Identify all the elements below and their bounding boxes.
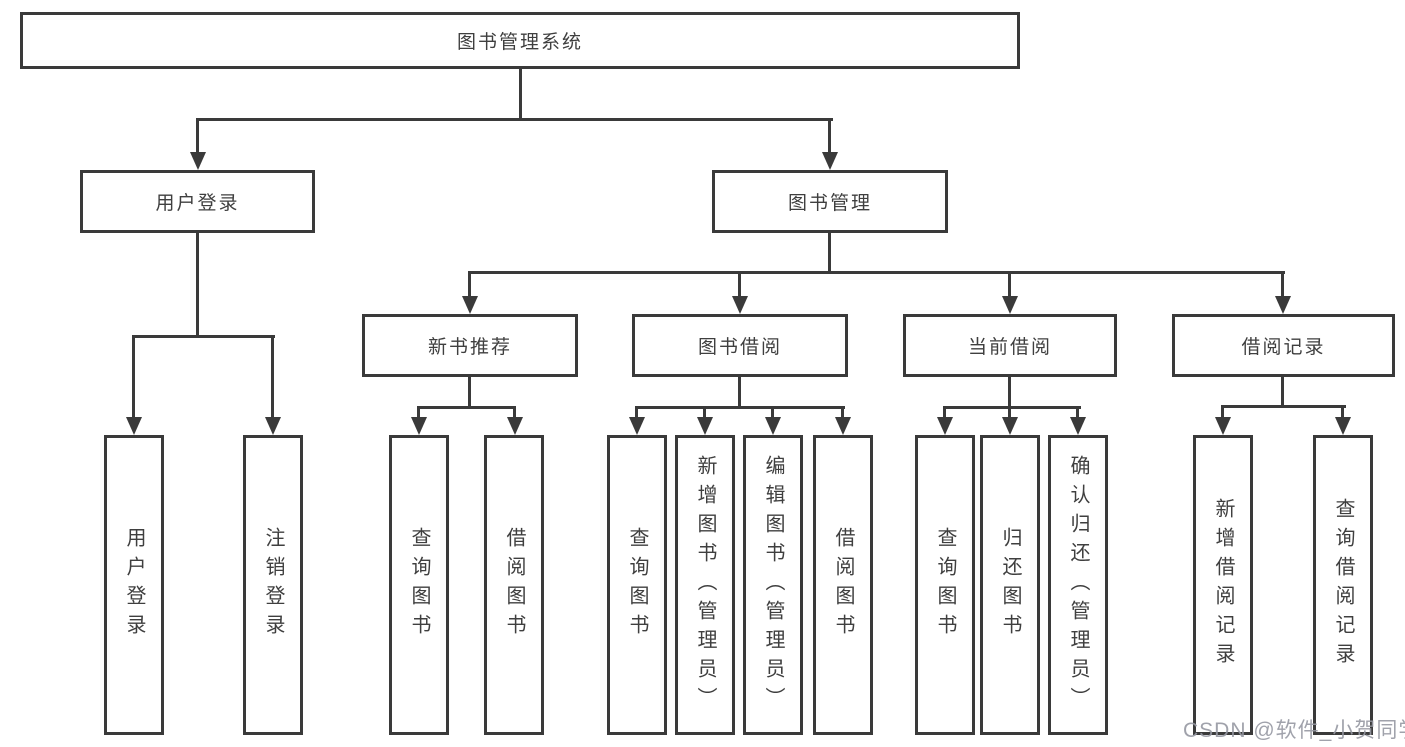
connector-line: [196, 118, 199, 154]
leaf-query-books-2: 查询图书: [607, 435, 667, 735]
arrow-down-icon: [1335, 417, 1351, 435]
connector-line: [635, 406, 638, 418]
connector-line: [1008, 406, 1011, 418]
connector-line: [417, 406, 516, 409]
node-new-book-recommend: 新书推荐: [362, 314, 578, 377]
arrow-down-icon: [265, 417, 281, 435]
leaf-query-books-1: 查询图书: [389, 435, 449, 735]
arrow-down-icon: [507, 417, 523, 435]
leaf-query-borrow-record: 查询借阅记录: [1313, 435, 1373, 735]
node-book-borrow: 图书借阅: [632, 314, 848, 377]
connector-line: [828, 118, 831, 154]
connector-line: [271, 335, 274, 417]
leaf-user-login: 用户登录: [104, 435, 164, 735]
connector-line: [519, 68, 522, 118]
leaf-add-books-admin: 新增图书（管理员）: [675, 435, 735, 735]
node-user-login: 用户登录: [80, 170, 315, 233]
node-book-management: 图书管理: [712, 170, 948, 233]
connector-line: [1008, 271, 1011, 298]
leaf-edit-books-admin: 编辑图书（管理员）: [743, 435, 803, 735]
arrow-down-icon: [765, 417, 781, 435]
arrow-down-icon: [462, 296, 478, 314]
connector-line: [1281, 376, 1284, 405]
arrow-down-icon: [835, 417, 851, 435]
connector-line: [1008, 376, 1011, 406]
connector-line: [196, 233, 199, 335]
connector-line: [738, 271, 741, 298]
node-root: 图书管理系统: [20, 12, 1020, 69]
leaf-query-books-3: 查询图书: [915, 435, 975, 735]
leaf-borrow-books-2: 借阅图书: [813, 435, 873, 735]
arrow-down-icon: [629, 417, 645, 435]
node-current-borrow: 当前借阅: [903, 314, 1117, 377]
arrow-down-icon: [190, 152, 206, 170]
arrow-down-icon: [937, 417, 953, 435]
connector-line: [943, 406, 1081, 409]
connector-line: [1076, 406, 1079, 418]
leaf-confirm-return-admin: 确认归还（管理员）: [1048, 435, 1108, 735]
connector-line: [132, 335, 275, 338]
connector-line: [943, 406, 946, 418]
leaf-return-books: 归还图书: [980, 435, 1040, 735]
connector-line: [1221, 405, 1224, 418]
arrow-down-icon: [1002, 296, 1018, 314]
connector-line: [703, 406, 706, 418]
arrow-down-icon: [822, 152, 838, 170]
connector-line: [196, 118, 833, 121]
connector-line: [417, 406, 420, 418]
connector-line: [1341, 405, 1344, 418]
leaf-borrow-books-1: 借阅图书: [484, 435, 544, 735]
connector-line: [132, 335, 135, 417]
node-borrow-records: 借阅记录: [1172, 314, 1395, 377]
arrow-down-icon: [126, 417, 142, 435]
connector-line: [1281, 271, 1284, 298]
connector-line: [841, 406, 844, 418]
arrow-down-icon: [697, 417, 713, 435]
connector-line: [513, 406, 516, 418]
connector-line: [468, 271, 471, 298]
csdn-watermark: CSDN @软件_小贺同学: [1183, 719, 1405, 742]
arrow-down-icon: [1002, 417, 1018, 435]
arrow-down-icon: [411, 417, 427, 435]
connector-line: [771, 406, 774, 418]
connector-line: [828, 232, 831, 271]
connector-line: [635, 406, 845, 409]
leaf-add-borrow-record: 新增借阅记录: [1193, 435, 1253, 735]
connector-line: [738, 376, 741, 406]
arrow-down-icon: [1215, 417, 1231, 435]
connector-line: [468, 271, 1285, 274]
arrow-down-icon: [1070, 417, 1086, 435]
connector-line: [468, 376, 471, 406]
arrow-down-icon: [1275, 296, 1291, 314]
connector-line: [1221, 405, 1346, 408]
leaf-logout: 注销登录: [243, 435, 303, 735]
arrow-down-icon: [732, 296, 748, 314]
